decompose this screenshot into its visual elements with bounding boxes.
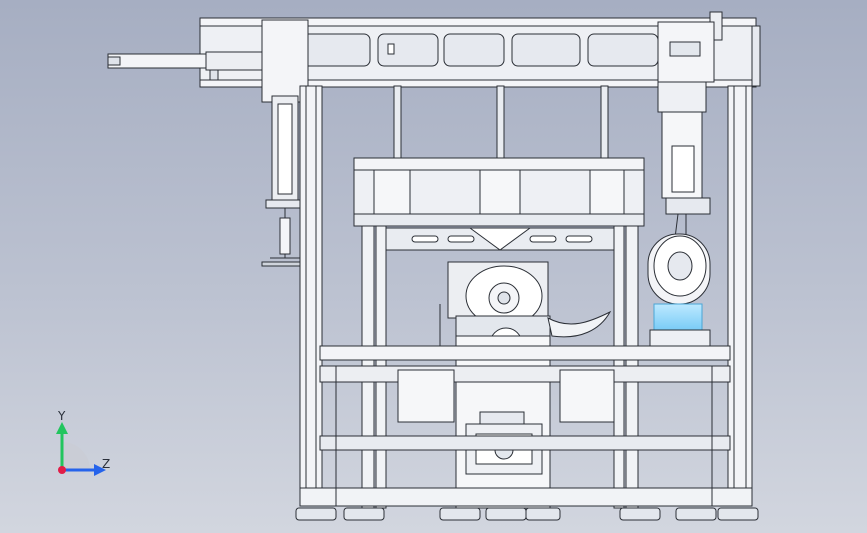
- central-machine: [439, 261, 612, 509]
- y-axis-label: Y: [57, 409, 66, 423]
- middle-frame: [353, 157, 645, 227]
- right-column: [727, 25, 761, 507]
- left-column: [299, 85, 323, 507]
- right-tool-head: [657, 11, 723, 263]
- origin-quadrant-icon: [62, 442, 90, 470]
- base-frame: [299, 345, 753, 507]
- y-arrow-head-icon: [56, 422, 68, 434]
- right-wheel-assembly: [647, 233, 711, 355]
- guide-rods: [393, 85, 609, 163]
- coordinate-triad: Y Z: [56, 409, 110, 476]
- z-axis-label: Z: [102, 457, 110, 471]
- slotted-bracket: [383, 227, 621, 251]
- z-arrow-head-icon: [94, 464, 106, 476]
- origin-icon: [58, 466, 66, 474]
- horizontal-slide-arm: [107, 51, 267, 81]
- leveling-feet: [295, 507, 759, 521]
